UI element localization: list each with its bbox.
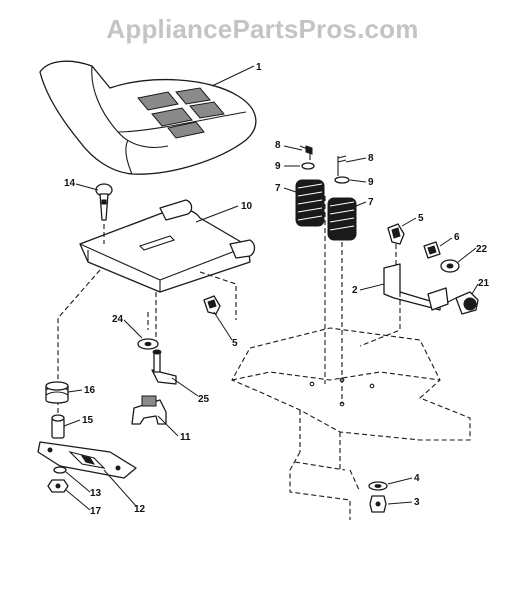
callout-11: 11 <box>180 432 191 443</box>
bolt-8-right <box>337 155 347 176</box>
seat <box>39 60 257 175</box>
seat-pan <box>79 199 256 320</box>
washer-9-right <box>334 176 350 184</box>
grommet-6 <box>423 241 441 259</box>
callout-13: 13 <box>90 488 102 499</box>
callout-24: 24 <box>112 314 124 325</box>
callout-15: 15 <box>82 415 94 426</box>
callout-22: 22 <box>476 244 488 255</box>
callout-9-left: 9 <box>275 161 281 172</box>
callout-12: 12 <box>134 504 146 515</box>
spring-16 <box>45 381 69 404</box>
washer-9-left <box>301 162 315 170</box>
callout-21: 21 <box>478 278 490 289</box>
clip-5-right <box>387 223 405 268</box>
callout-7-right: 7 <box>368 197 374 208</box>
watermark-text: AppliancePartsPros.com <box>106 14 419 44</box>
adjust-knob <box>95 183 113 221</box>
callout-7-left: 7 <box>275 183 281 194</box>
clip-5-left <box>203 295 221 315</box>
callout-3: 3 <box>414 497 420 508</box>
nut-17 <box>47 479 69 493</box>
leader-lines <box>63 65 479 511</box>
bolt-3 <box>369 495 387 513</box>
callout-5-right: 5 <box>418 213 424 224</box>
callout-10: 10 <box>241 201 253 212</box>
callout-14: 14 <box>64 178 76 189</box>
nut-22 <box>440 259 460 273</box>
callout-2: 2 <box>352 285 358 296</box>
callout-17: 17 <box>90 506 102 517</box>
slide-plate-12 <box>37 441 137 479</box>
bracket-2 <box>359 263 449 347</box>
clamp-11 <box>131 395 167 425</box>
washer-4 <box>368 481 388 491</box>
callout-9-right: 9 <box>368 177 374 188</box>
callout-25: 25 <box>198 394 210 405</box>
tractor-frame <box>231 196 471 520</box>
spring-7-left <box>295 179 325 227</box>
bolt-8-left <box>299 145 313 160</box>
callout-8-left: 8 <box>275 140 281 151</box>
washer-24 <box>137 338 159 350</box>
callout-6: 6 <box>454 232 460 243</box>
callout-16: 16 <box>84 385 96 396</box>
pivot-bracket-25 <box>151 349 177 385</box>
callout-1: 1 <box>256 62 262 73</box>
callout-5-left: 5 <box>232 338 238 349</box>
callout-4: 4 <box>414 473 420 484</box>
switch-21 <box>447 291 479 315</box>
callout-labels: 1 14 10 8 9 7 8 9 7 5 6 22 21 2 24 5 16 … <box>64 62 490 517</box>
spring-7-right <box>327 197 357 241</box>
callout-8-right: 8 <box>368 153 374 164</box>
bushing-15 <box>51 414 65 439</box>
washer-13 <box>53 466 67 474</box>
